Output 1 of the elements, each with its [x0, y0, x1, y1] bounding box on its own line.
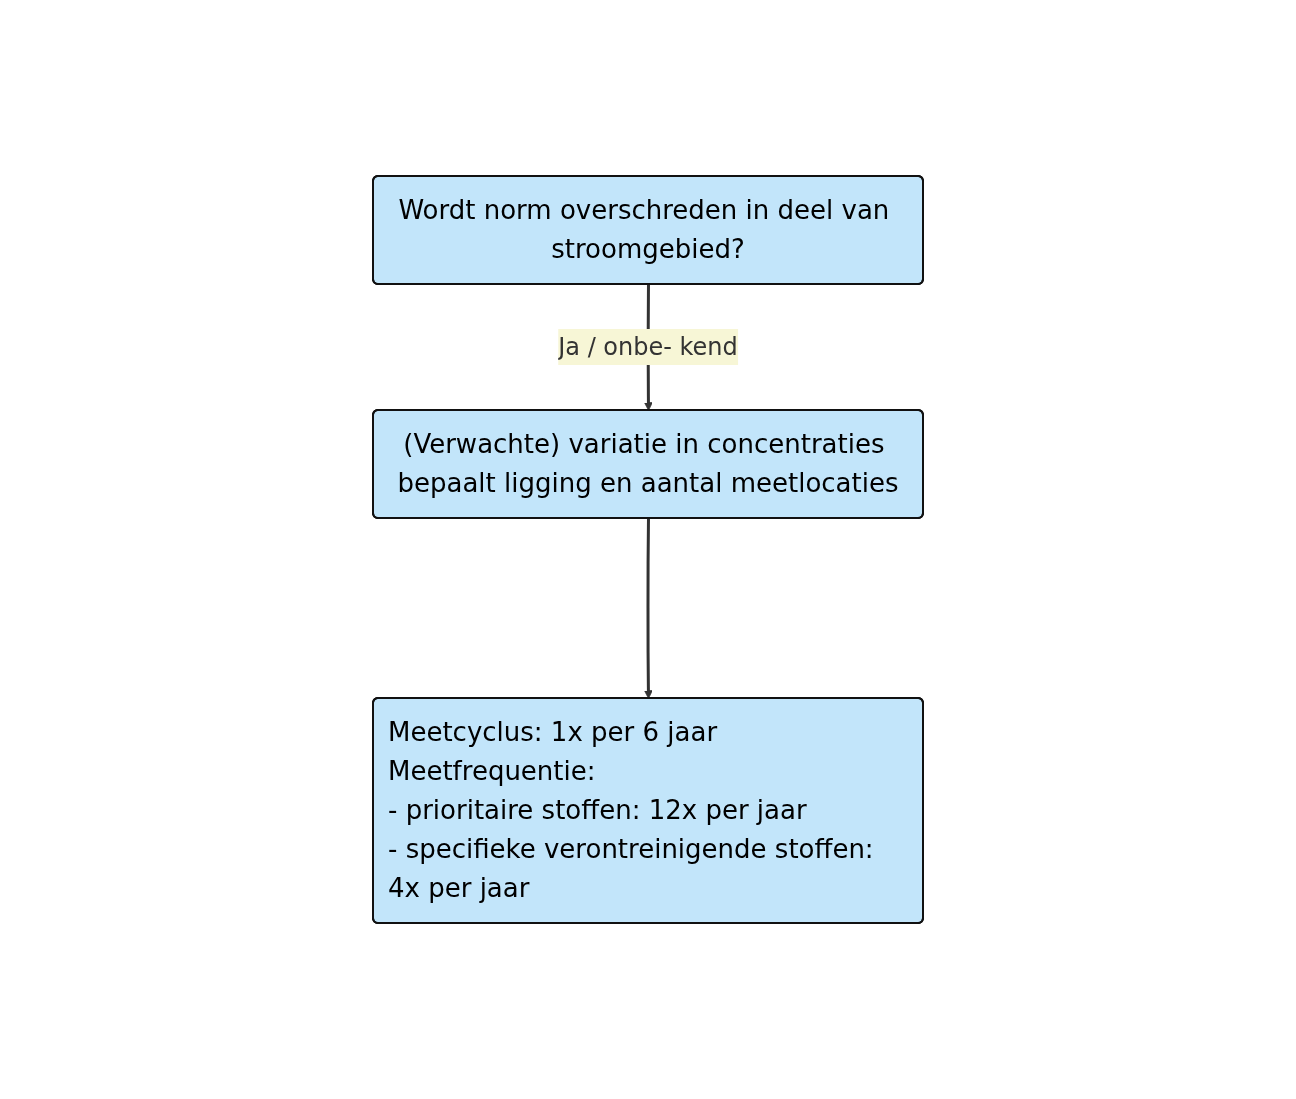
arrow — [644, 518, 653, 699]
